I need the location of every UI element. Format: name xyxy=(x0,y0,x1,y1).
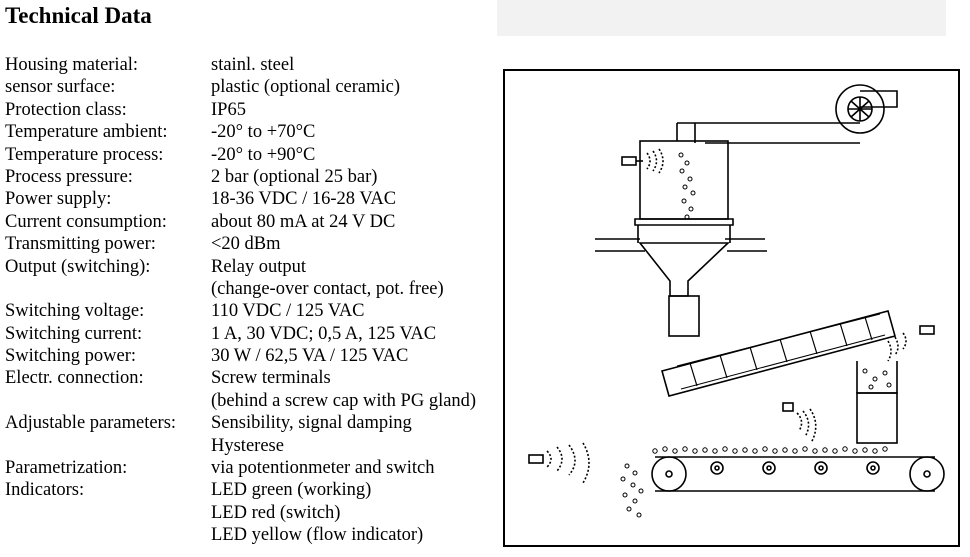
spec-value: plastic (optional ceramic) xyxy=(211,77,401,98)
spec-row: LED red (switch) xyxy=(5,502,500,524)
spec-row: Hysterese xyxy=(5,435,500,457)
fan-icon xyxy=(676,84,898,144)
spec-value: LED green (working) xyxy=(211,480,372,501)
spec-label: Transmitting power: xyxy=(5,234,156,255)
spec-label: Adjustable parameters: xyxy=(5,413,177,434)
hopper-housing xyxy=(595,140,767,337)
spec-label: Temperature ambient: xyxy=(5,122,168,143)
spec-value: <20 dBm xyxy=(211,234,281,255)
spec-value: IP65 xyxy=(211,99,246,120)
spec-row: sensor surface: plastic (optional ceramic… xyxy=(5,76,500,98)
spec-value: 1 A, 30 VDC; 0,5 A, 125 VAC xyxy=(211,323,437,344)
spec-label: sensor surface: xyxy=(5,77,116,98)
spec-label: Output (switching): xyxy=(5,256,151,277)
belt-conveyor xyxy=(651,456,945,492)
spec-label: Housing material: xyxy=(5,55,139,75)
spec-label: Current consumption: xyxy=(5,211,167,232)
spec-label: Switching voltage: xyxy=(5,301,145,322)
spec-row: LED yellow (flow indicator) xyxy=(5,524,500,546)
spec-label: Switching power: xyxy=(5,346,137,367)
sensor-icon xyxy=(528,442,590,484)
spec-row: Process pressure: 2 bar (optional 25 bar) xyxy=(5,166,500,188)
technical-data-table: Housing material: stainl. steel sensor su… xyxy=(5,54,500,547)
spec-value: about 80 mA at 24 V DC xyxy=(211,211,396,232)
spec-row: (behind a screw cap with PG gland) xyxy=(5,390,500,412)
discharge-pipe xyxy=(856,361,898,444)
spec-value: -20° to +90°C xyxy=(211,144,316,165)
spec-row: Electr. connection: Screw terminals xyxy=(5,367,500,389)
spec-row: Switching voltage: 110 VDC / 125 VAC xyxy=(5,300,500,322)
spec-row: Adjustable parameters: Sensibility, signa… xyxy=(5,412,500,434)
spec-value: via potentionmeter and switch xyxy=(211,458,435,479)
sensor-icon xyxy=(782,402,817,444)
installation-diagram xyxy=(503,69,960,547)
spec-row: Output (switching): Relay output xyxy=(5,256,500,278)
header-gray-strip xyxy=(497,0,946,36)
spec-value: (change-over contact, pot. free) xyxy=(211,278,444,299)
spec-row: Temperature ambient: -20° to +70°C xyxy=(5,121,500,143)
spec-row: Power supply: 18-36 VDC / 16-28 VAC xyxy=(5,188,500,210)
spec-value: LED yellow (flow indicator) xyxy=(211,525,424,546)
spec-label: Process pressure: xyxy=(5,166,133,187)
spec-row: Parametrization: via potentionmeter and s… xyxy=(5,457,500,479)
spec-row: Transmitting power: <20 dBm xyxy=(5,233,500,255)
spec-row: Current consumption: about 80 mA at 24 V … xyxy=(5,211,500,233)
spec-value: 18-36 VDC / 16-28 VAC xyxy=(211,189,397,210)
particle-stream xyxy=(678,152,696,220)
spec-row: Protection class: IP65 xyxy=(5,99,500,121)
spec-row: Housing material: stainl. steel xyxy=(5,54,500,76)
spec-value: LED red (switch) xyxy=(211,502,341,523)
spec-row: Temperature process: -20° to +90°C xyxy=(5,144,500,166)
spec-value: -20° to +70°C xyxy=(211,122,316,143)
spec-row: (change-over contact, pot. free) xyxy=(5,278,500,300)
spec-value: 30 W / 62,5 VA / 125 VAC xyxy=(211,346,409,367)
spec-row: Indicators: LED green (working) xyxy=(5,479,500,501)
spec-label: Parametrization: xyxy=(5,458,128,479)
spec-label: Temperature process: xyxy=(5,144,164,165)
spec-value: Sensibility, signal damping xyxy=(211,413,412,434)
spec-label: Electr. connection: xyxy=(5,368,144,389)
page-title: Technical Data xyxy=(5,3,152,28)
spec-label: Switching current: xyxy=(5,323,143,344)
spec-label: Protection class: xyxy=(5,99,127,120)
spec-value: Screw terminals xyxy=(211,368,331,389)
spec-label: Indicators: xyxy=(5,480,85,501)
particle-stream xyxy=(620,463,644,518)
spec-row: Switching current: 1 A, 30 VDC; 0,5 A, 12… xyxy=(5,323,500,345)
spec-value: stainl. steel xyxy=(211,55,295,75)
spec-label: Power supply: xyxy=(5,189,112,210)
spec-value: 2 bar (optional 25 bar) xyxy=(211,166,378,187)
bulk-material xyxy=(652,446,888,454)
spec-value: Hysterese xyxy=(211,435,284,456)
spec-value: (behind a screw cap with PG gland) xyxy=(211,390,477,411)
spec-value: Relay output xyxy=(211,256,307,277)
sensor-icon xyxy=(887,325,935,362)
spec-row: Switching power: 30 W / 62,5 VA / 125 VAC xyxy=(5,345,500,367)
screw-conveyor xyxy=(661,310,896,397)
sensor-icon xyxy=(621,148,664,174)
spec-value: 110 VDC / 125 VAC xyxy=(211,301,365,322)
installation-drawing xyxy=(528,84,945,518)
